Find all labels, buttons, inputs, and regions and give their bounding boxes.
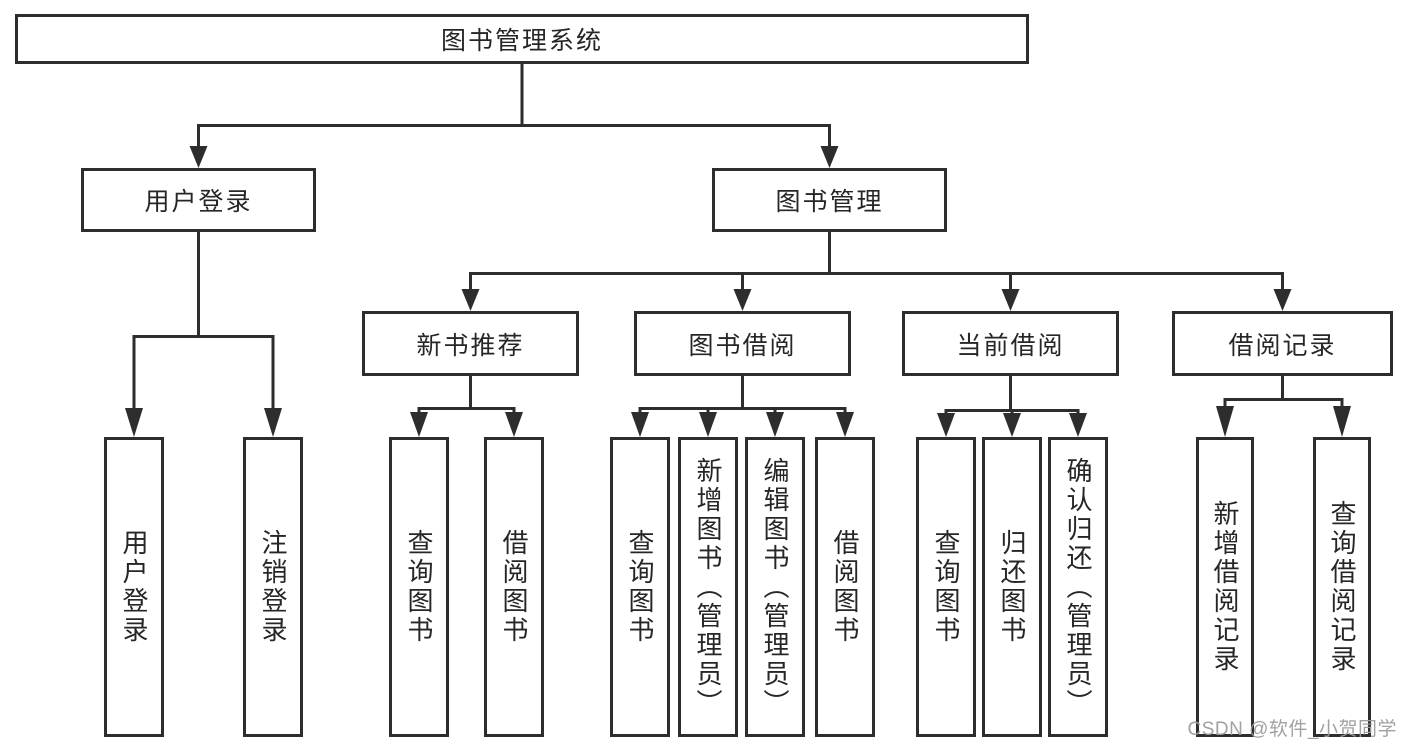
node-new-book-recommend: 新书推荐 <box>362 311 579 376</box>
node-current-borrow: 当前借阅 <box>902 311 1119 376</box>
leaf-return-book: 归还图书 <box>982 437 1042 737</box>
connector-path <box>944 376 1080 415</box>
node-user-login: 用户登录 <box>81 168 316 232</box>
node-book-borrow-label: 图书借阅 <box>688 331 797 360</box>
connector-book-management <box>461 231 1292 311</box>
leaf-user-login-label: 用户登录 <box>119 529 149 645</box>
leaf-confirm-return-admin: 确认归还（管理员） <box>1048 437 1108 737</box>
leaf-confirm-return-admin-label: 确认归还（管理员） <box>1063 456 1093 718</box>
leaf-query-books-current-label: 查询图书 <box>931 529 961 645</box>
arrow-down-icon <box>820 146 839 168</box>
leaf-borrow-books: 借阅图书 <box>815 437 875 737</box>
arrow-down-icon <box>766 412 784 437</box>
arrow-down-icon <box>461 289 480 311</box>
csdn-watermark: CSDN @软件_小贺同学 <box>1187 719 1397 740</box>
node-borrow-records-label: 借阅记录 <box>1228 331 1337 360</box>
arrow-down-icon <box>1001 289 1020 311</box>
arrow-down-icon <box>699 412 717 437</box>
arrow-down-icon <box>505 412 523 437</box>
leaf-query-borrow-record-label: 查询借阅记录 <box>1327 500 1357 674</box>
arrow-down-icon <box>937 413 955 437</box>
arrow-down-icon <box>1003 413 1021 437</box>
connector-path <box>417 376 516 414</box>
connector-book-borrow <box>631 376 854 437</box>
arrow-down-icon <box>836 412 854 437</box>
arrow-down-icon <box>264 408 282 437</box>
node-borrow-records: 借阅记录 <box>1172 311 1393 376</box>
leaf-logout: 注销登录 <box>243 437 303 737</box>
leaf-add-book-admin: 新增图书（管理员） <box>678 437 738 737</box>
connector-user-login <box>125 232 282 437</box>
leaf-logout-label: 注销登录 <box>258 529 288 645</box>
leaf-borrow-books-label: 借阅图书 <box>830 529 860 645</box>
node-user-login-label: 用户登录 <box>144 188 253 216</box>
connector-path <box>132 232 275 410</box>
connector-current-borrow <box>937 376 1087 437</box>
node-root-label: 图书管理系统 <box>440 27 603 55</box>
leaf-add-book-admin-label: 新增图书（管理员） <box>693 456 723 718</box>
arrow-down-icon <box>1216 406 1234 437</box>
node-current-borrow-label: 当前借阅 <box>956 331 1065 360</box>
node-book-management-label: 图书管理 <box>775 188 884 216</box>
arrow-down-icon <box>125 408 143 437</box>
leaf-borrow-books-recommend-label: 借阅图书 <box>499 529 529 645</box>
leaf-edit-book-admin: 编辑图书（管理员） <box>745 437 805 737</box>
leaf-query-books-borrow-label: 查询图书 <box>625 529 655 645</box>
connector-root <box>189 64 839 168</box>
leaf-query-books-borrow: 查询图书 <box>610 437 670 737</box>
connector-path <box>469 231 1284 291</box>
arrow-down-icon <box>1069 413 1087 437</box>
leaf-borrow-books-recommend: 借阅图书 <box>484 437 544 737</box>
node-root: 图书管理系统 <box>15 14 1029 64</box>
connector-path <box>638 376 847 414</box>
arrow-down-icon <box>1333 406 1351 437</box>
connector-new-book-recommend <box>410 376 523 437</box>
leaf-edit-book-admin-label: 编辑图书（管理员） <box>760 456 790 718</box>
leaf-add-borrow-record-label: 新增借阅记录 <box>1210 500 1240 674</box>
arrow-down-icon <box>189 146 208 168</box>
leaf-query-books-recommend: 查询图书 <box>389 437 449 737</box>
arrow-down-icon <box>410 412 428 437</box>
connector-borrow-records <box>1216 376 1351 437</box>
node-book-borrow: 图书借阅 <box>634 311 851 376</box>
node-book-management: 图书管理 <box>712 168 947 232</box>
leaf-user-login: 用户登录 <box>104 437 164 737</box>
leaf-query-borrow-record: 查询借阅记录 <box>1313 437 1371 737</box>
arrow-down-icon <box>631 412 649 437</box>
arrow-down-icon <box>1273 289 1292 311</box>
node-new-book-recommend-label: 新书推荐 <box>416 331 525 360</box>
leaf-return-book-label: 归还图书 <box>997 529 1027 645</box>
leaf-query-books-current: 查询图书 <box>916 437 976 737</box>
connector-path <box>197 64 831 148</box>
arrow-down-icon <box>733 289 752 311</box>
leaf-query-books-recommend-label: 查询图书 <box>404 529 434 645</box>
leaf-add-borrow-record: 新增借阅记录 <box>1196 437 1254 737</box>
connector-path <box>1223 376 1344 408</box>
